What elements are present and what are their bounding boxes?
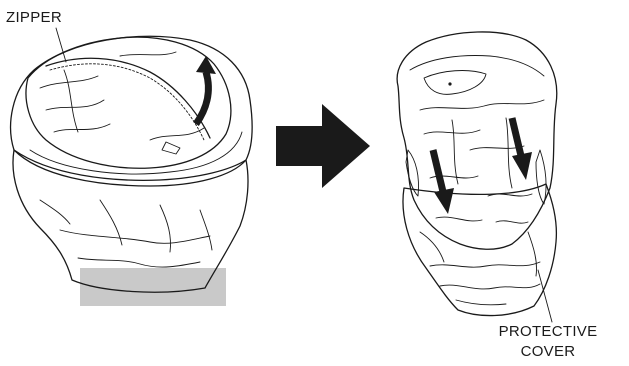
inner-gray-patch-right: [536, 150, 546, 204]
right-illustration: [397, 32, 557, 322]
fabric-dot: [448, 82, 451, 85]
protective-cover-label-line1: PROTECTIVE: [499, 323, 598, 340]
protective-cover-label-line2: COVER: [521, 343, 576, 360]
curved-arrow-icon: [196, 56, 216, 124]
left-illustration: [11, 28, 252, 306]
zipper-leader-line: [56, 28, 66, 62]
cover-rim: [11, 36, 252, 186]
inner-gray-patch: [424, 71, 486, 95]
zipper-pull: [162, 142, 180, 154]
fabric-top: [26, 37, 231, 168]
down-arrow-icon: [512, 118, 532, 180]
zipper-label: ZIPPER: [6, 9, 62, 26]
down-arrow-icon: [433, 150, 454, 214]
right-arrow-icon: [276, 104, 370, 188]
base-block: [80, 268, 226, 306]
